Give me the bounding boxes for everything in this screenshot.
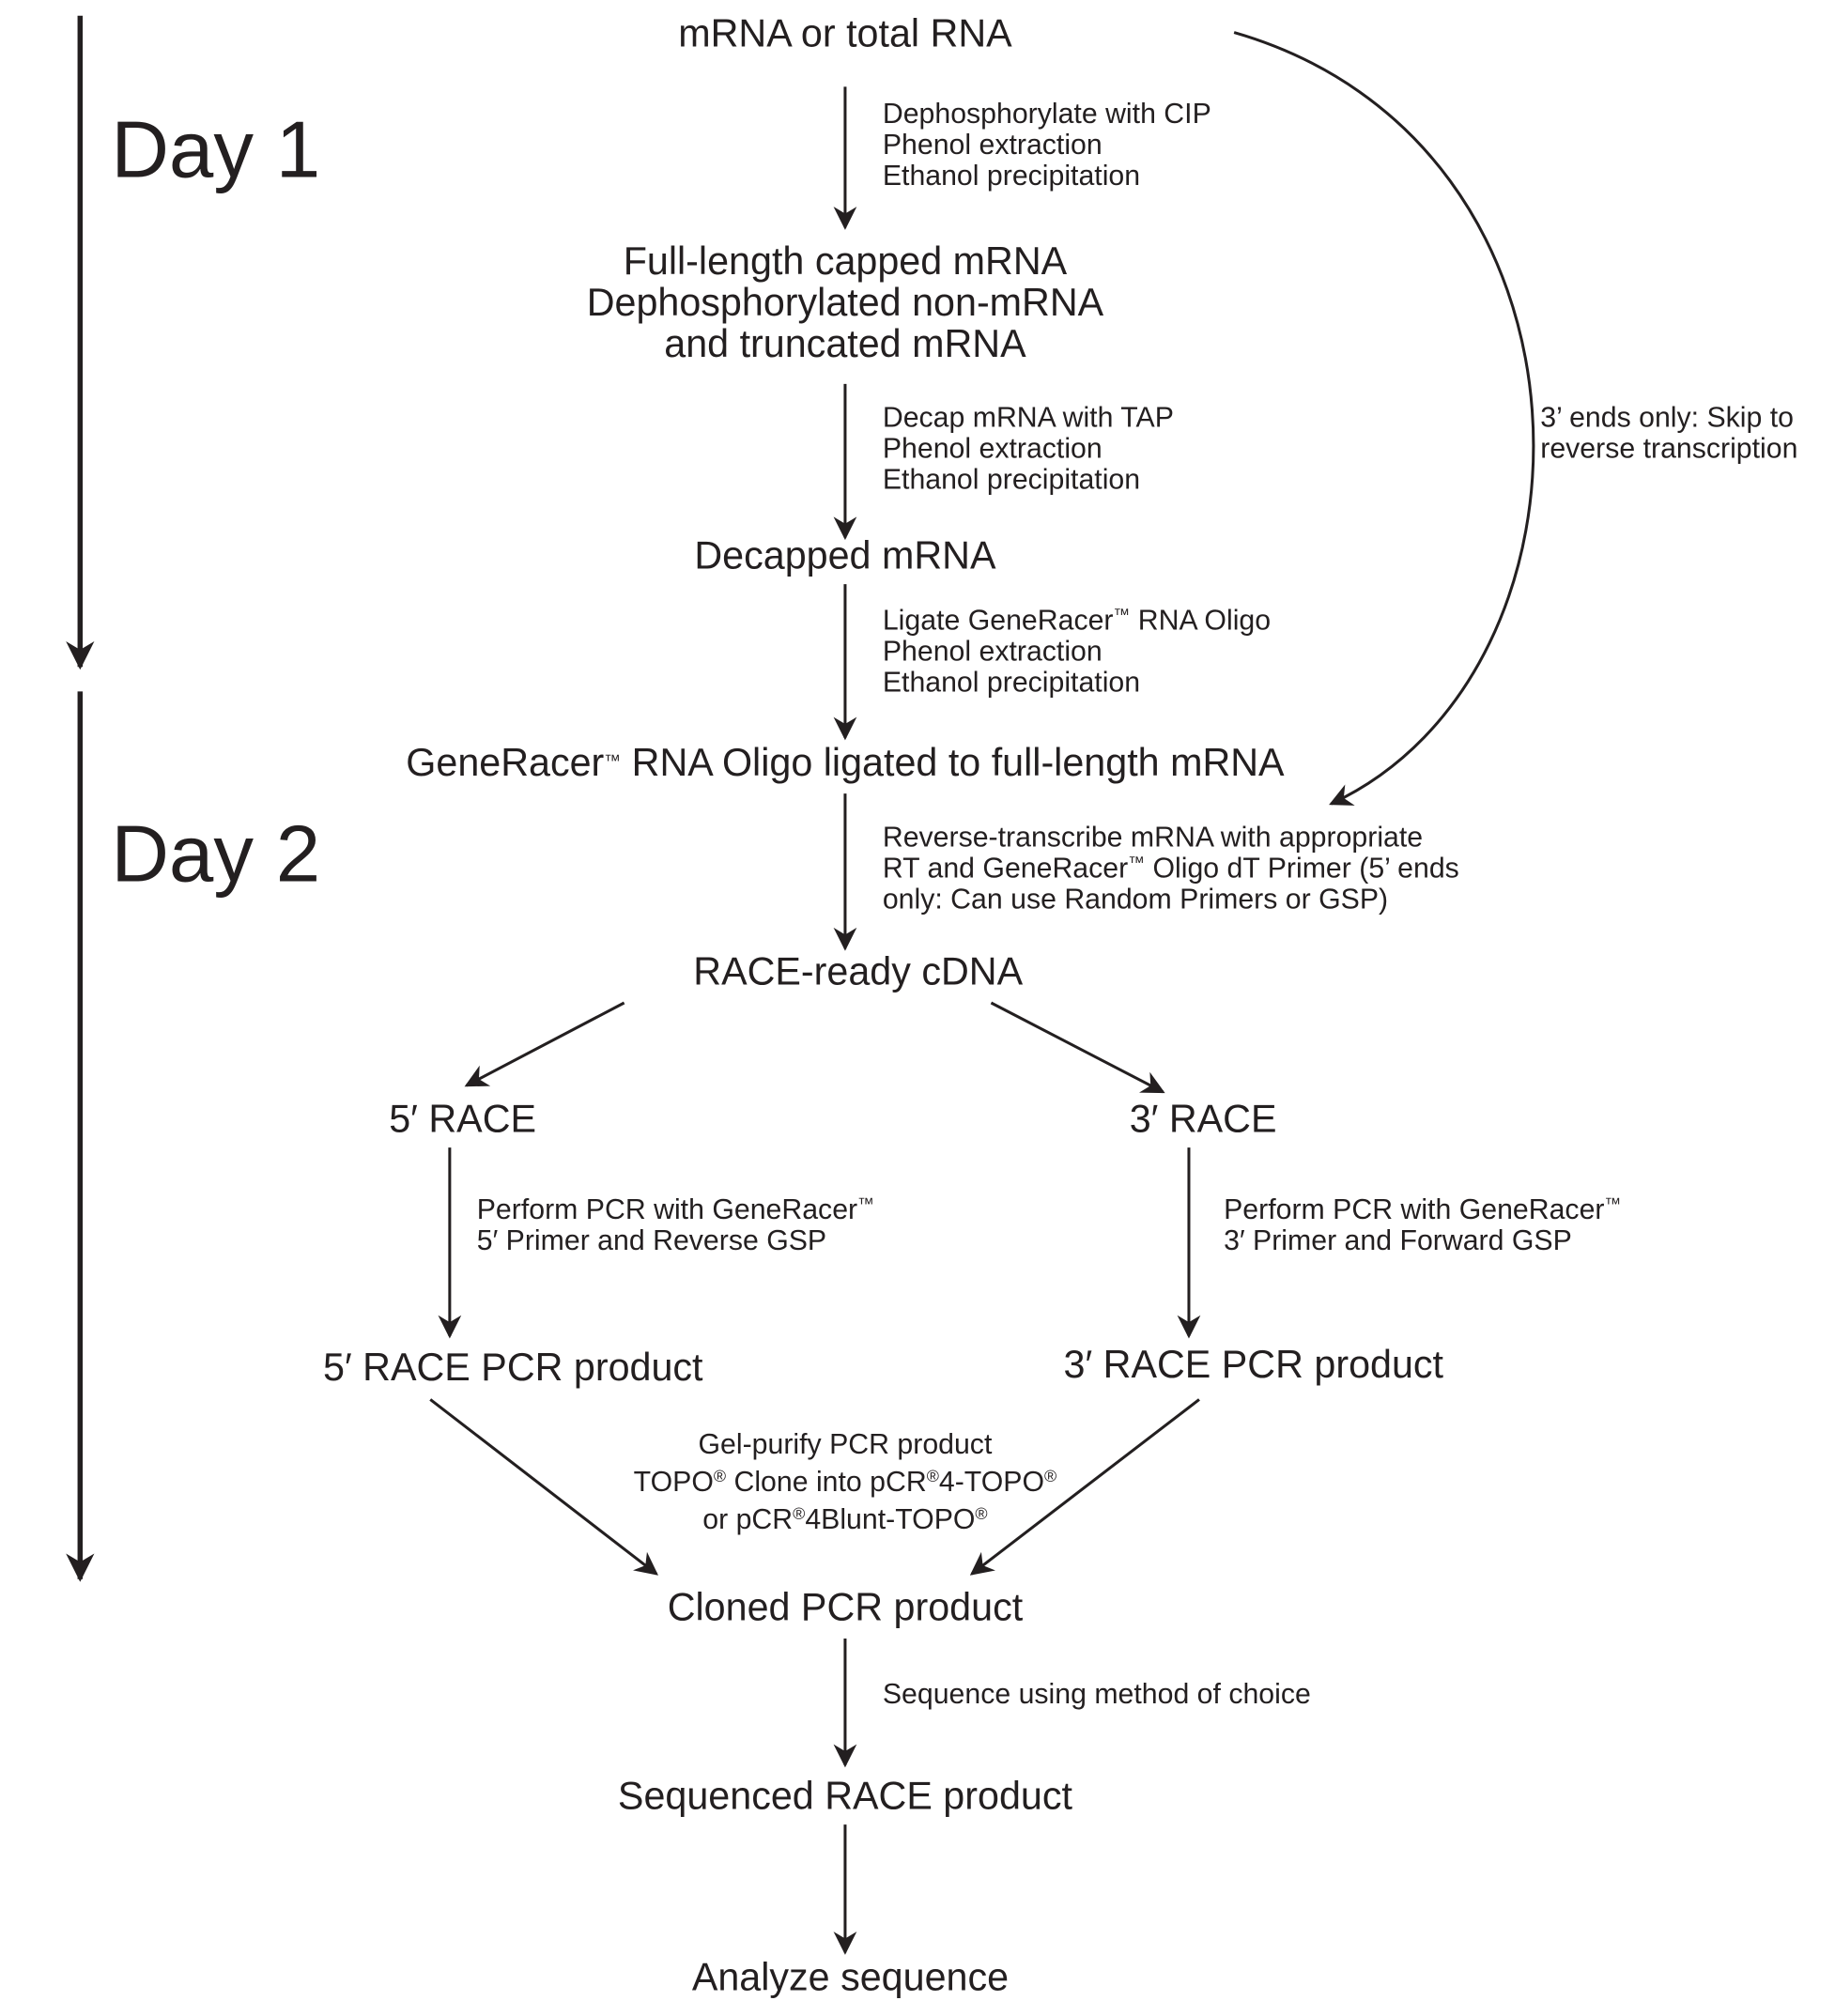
- step-pcr5: 5′ RACE PCR product: [323, 1346, 703, 1389]
- note-rt-3: only: Can use Random Primers or GSP): [883, 885, 1388, 916]
- note-gel-2: TOPO® Clone into pCR®4-TOPO®: [634, 1467, 1057, 1498]
- note-decap-3: Ethanol precipitation: [883, 464, 1140, 495]
- note-dephos-1: Dephosphorylate with CIP: [883, 99, 1211, 130]
- note-pcr3-2: 3′ Primer and Forward GSP: [1224, 1225, 1572, 1256]
- step-decapped: Decapped mRNA: [694, 534, 996, 577]
- note-pcr3-1: Perform PCR with GeneRacer™: [1224, 1194, 1621, 1225]
- note-dephos-3: Ethanol precipitation: [883, 161, 1140, 192]
- step-analyze: Analyze sequence: [692, 1955, 1009, 1998]
- note-rt-1: Reverse-transcribe mRNA with appropriate: [883, 822, 1423, 853]
- note-gel-3: or pCR®4Blunt-TOPO®: [702, 1504, 987, 1535]
- note-pcr5-1: Perform PCR with GeneRacer™: [477, 1194, 874, 1225]
- note-decap-2: Phenol extraction: [883, 433, 1103, 464]
- skip-curve-arrow: [1233, 31, 1535, 806]
- note-skip-1: 3’ ends only: Skip to: [1540, 402, 1794, 433]
- day2-label: Day 2: [111, 810, 320, 900]
- note-ligate-2: Phenol extraction: [883, 636, 1103, 667]
- arrow: [990, 1001, 1165, 1094]
- day1-label: Day 1: [111, 106, 320, 195]
- note-decap-1: Decap mRNA with TAP: [883, 402, 1174, 433]
- step-pcr3: 3′ RACE PCR product: [1064, 1343, 1444, 1386]
- note-dephos-2: Phenol extraction: [883, 130, 1103, 161]
- step-capped-2: Dephosphorylated non-mRNA: [587, 281, 1104, 324]
- step-cloned: Cloned PCR product: [668, 1586, 1024, 1629]
- note-rt-2: RT and GeneRacer™ Oligo dT Primer (5’ en…: [883, 854, 1459, 885]
- step-ligated: GeneRacer™ RNA Oligo ligated to full-len…: [406, 741, 1285, 784]
- note-gel-1: Gel-purify PCR product: [699, 1429, 993, 1460]
- arrow: [969, 1398, 1200, 1576]
- arrow: [464, 1001, 625, 1087]
- note-pcr5-2: 5′ Primer and Reverse GSP: [477, 1225, 826, 1256]
- arrow: [429, 1398, 658, 1576]
- step-race5: 5′ RACE: [389, 1098, 536, 1141]
- step-race3: 3′ RACE: [1130, 1098, 1277, 1141]
- step-start: mRNA or total RNA: [678, 12, 1012, 55]
- step-capped-3: and truncated mRNA: [664, 322, 1026, 365]
- step-sequenced: Sequenced RACE product: [618, 1775, 1073, 1818]
- note-skip-2: reverse transcription: [1540, 433, 1797, 464]
- step-cdna: RACE-ready cDNA: [693, 950, 1023, 993]
- note-ligate-3: Ethanol precipitation: [883, 667, 1140, 698]
- note-sequence: Sequence using method of choice: [883, 1679, 1311, 1710]
- note-ligate-1: Ligate GeneRacer™ RNA Oligo: [883, 605, 1271, 636]
- step-capped-1: Full-length capped mRNA: [624, 239, 1068, 283]
